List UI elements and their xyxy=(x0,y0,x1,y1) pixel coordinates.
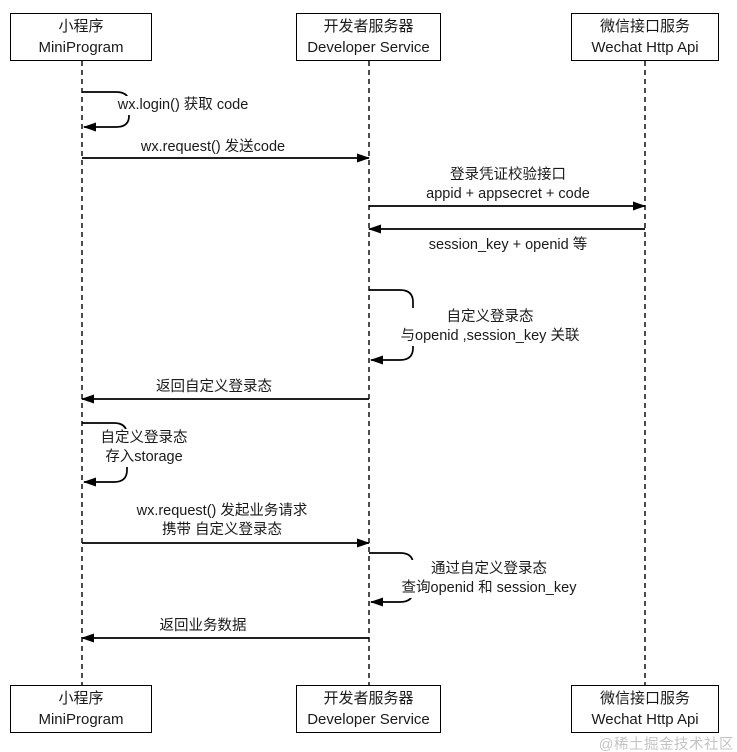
actor-label-zh: 开发者服务器 xyxy=(323,690,414,707)
actor-label-en: MiniProgram xyxy=(38,711,124,728)
actor-label-en: Wechat Http Api xyxy=(591,39,699,56)
message-label-wx-login: wx.login() 获取 code xyxy=(115,96,251,115)
actor-box-wechat-api-bottom: 微信接口服务 Wechat Http Api xyxy=(571,685,719,733)
message-label-return-business-data: 返回业务数据 xyxy=(157,617,249,636)
message-label-session-key-return: session_key + openid 等 xyxy=(426,236,590,255)
actor-label-en: MiniProgram xyxy=(38,39,124,56)
actor-label-en: Developer Service xyxy=(307,39,430,56)
actor-box-miniprogram-bottom: 小程序 MiniProgram xyxy=(10,685,152,733)
message-label-return-login-state: 返回自定义登录态 xyxy=(154,378,274,397)
actor-box-developer-service-bottom: 开发者服务器 Developer Service xyxy=(296,685,441,733)
message-label-business-request: wx.request() 发起业务请求 携带 自定义登录态 xyxy=(134,502,310,540)
actor-box-miniprogram-top: 小程序 MiniProgram xyxy=(10,13,152,61)
message-label-store-storage: 自定义登录态 存入storage xyxy=(98,429,190,467)
actor-label-zh: 开发者服务器 xyxy=(323,18,414,35)
actor-box-wechat-api-top: 微信接口服务 Wechat Http Api xyxy=(571,13,719,61)
actor-label-zh: 微信接口服务 xyxy=(599,690,690,707)
message-label-custom-login-state: 自定义登录态 与openid ,session_key 关联 xyxy=(398,308,582,346)
actor-label-zh: 微信接口服务 xyxy=(599,18,690,35)
actor-label-en: Developer Service xyxy=(307,711,430,728)
actor-label-en: Wechat Http Api xyxy=(591,711,699,728)
actor-label-zh: 小程序 xyxy=(58,690,104,707)
message-label-send-code: wx.request() 发送code xyxy=(138,138,288,157)
message-label-credential-check: 登录凭证校验接口 appid + appsecret + code xyxy=(424,166,592,204)
actor-label-zh: 小程序 xyxy=(58,18,104,35)
watermark: @稀土掘金技术社区 xyxy=(598,737,734,752)
actor-box-developer-service-top: 开发者服务器 Developer Service xyxy=(296,13,441,61)
message-label-query-openid: 通过自定义登录态 查询openid 和 session_key xyxy=(399,560,579,598)
